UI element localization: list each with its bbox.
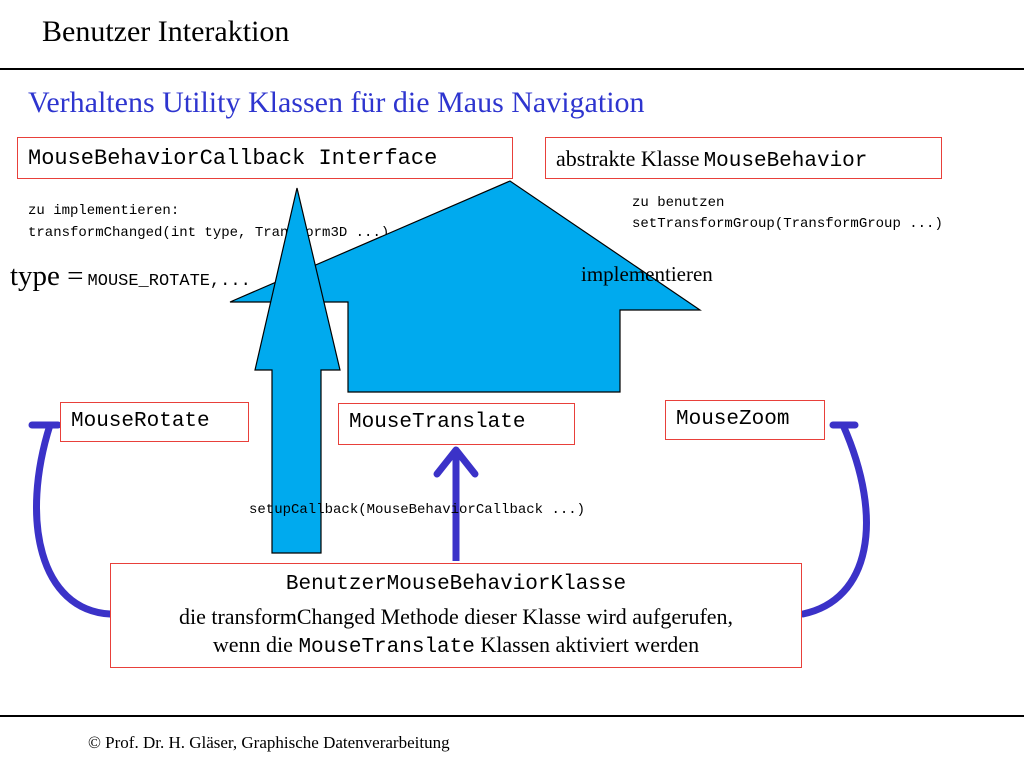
- type-value: MOUSE_ROTATE,...: [87, 272, 251, 291]
- callback-interface-box: MouseBehaviorCallback Interface: [17, 137, 513, 179]
- implement-block-arrow: [229, 180, 702, 393]
- mouse-zoom-box: MouseZoom: [665, 400, 825, 440]
- abstract-class-name: MouseBehavior: [703, 150, 868, 173]
- user-line2-code: MouseTranslate: [298, 636, 475, 659]
- mouse-translate-label: MouseTranslate: [349, 411, 526, 434]
- callback-interface-label: MouseBehaviorCallback Interface: [28, 146, 438, 171]
- implement-note-line1: zu implementieren:: [28, 203, 180, 219]
- user-class-name: BenutzerMouseBehaviorKlasse: [285, 573, 627, 596]
- translate-arrow-head: [433, 446, 479, 478]
- user-class-desc-line1: die transformChanged Methode dieser Klas…: [178, 604, 734, 629]
- user-behavior-class-box: BenutzerMouseBehaviorKlasse die transfor…: [110, 563, 802, 668]
- type-word: type =: [10, 260, 84, 292]
- user-class-desc-line2: wenn die MouseTranslate Klassen aktivier…: [111, 632, 801, 659]
- footer-copyright: © Prof. Dr. H. Gläser, Graphische Datenv…: [88, 733, 450, 752]
- abstract-class-prefix: abstrakte Klasse: [556, 146, 700, 171]
- mouse-rotate-label: MouseRotate: [71, 410, 210, 433]
- slide-subtitle: Verhaltens Utility Klassen für die Maus …: [28, 86, 645, 119]
- use-note-line1: zu benutzen: [632, 195, 725, 211]
- abstract-class-text: abstrakte Klasse MouseBehavior: [556, 146, 867, 173]
- bottom-divider: [0, 715, 1024, 717]
- top-divider: [0, 68, 1024, 70]
- callback-up-arrow: [254, 187, 341, 554]
- type-label: type = MOUSE_ROTATE,...: [10, 260, 251, 293]
- mouse-zoom-label: MouseZoom: [676, 408, 790, 431]
- left-curve-arrow: [33, 421, 114, 618]
- mouse-translate-box: MouseTranslate: [338, 403, 575, 445]
- implement-label: implementieren: [581, 262, 713, 286]
- slide-title: Benutzer Interaktion: [42, 15, 290, 48]
- abstract-class-box: abstrakte Klasse MouseBehavior: [545, 137, 942, 179]
- setup-callback-label: setupCallback(MouseBehaviorCallback ...): [249, 502, 586, 518]
- user-line2-suffix: Klassen aktiviert werden: [480, 632, 700, 657]
- right-curve-arrow: [799, 421, 870, 618]
- user-line2-prefix: wenn die: [212, 632, 293, 657]
- mouse-rotate-box: MouseRotate: [60, 402, 249, 442]
- use-note-line2: setTransformGroup(TransformGroup ...): [632, 216, 943, 232]
